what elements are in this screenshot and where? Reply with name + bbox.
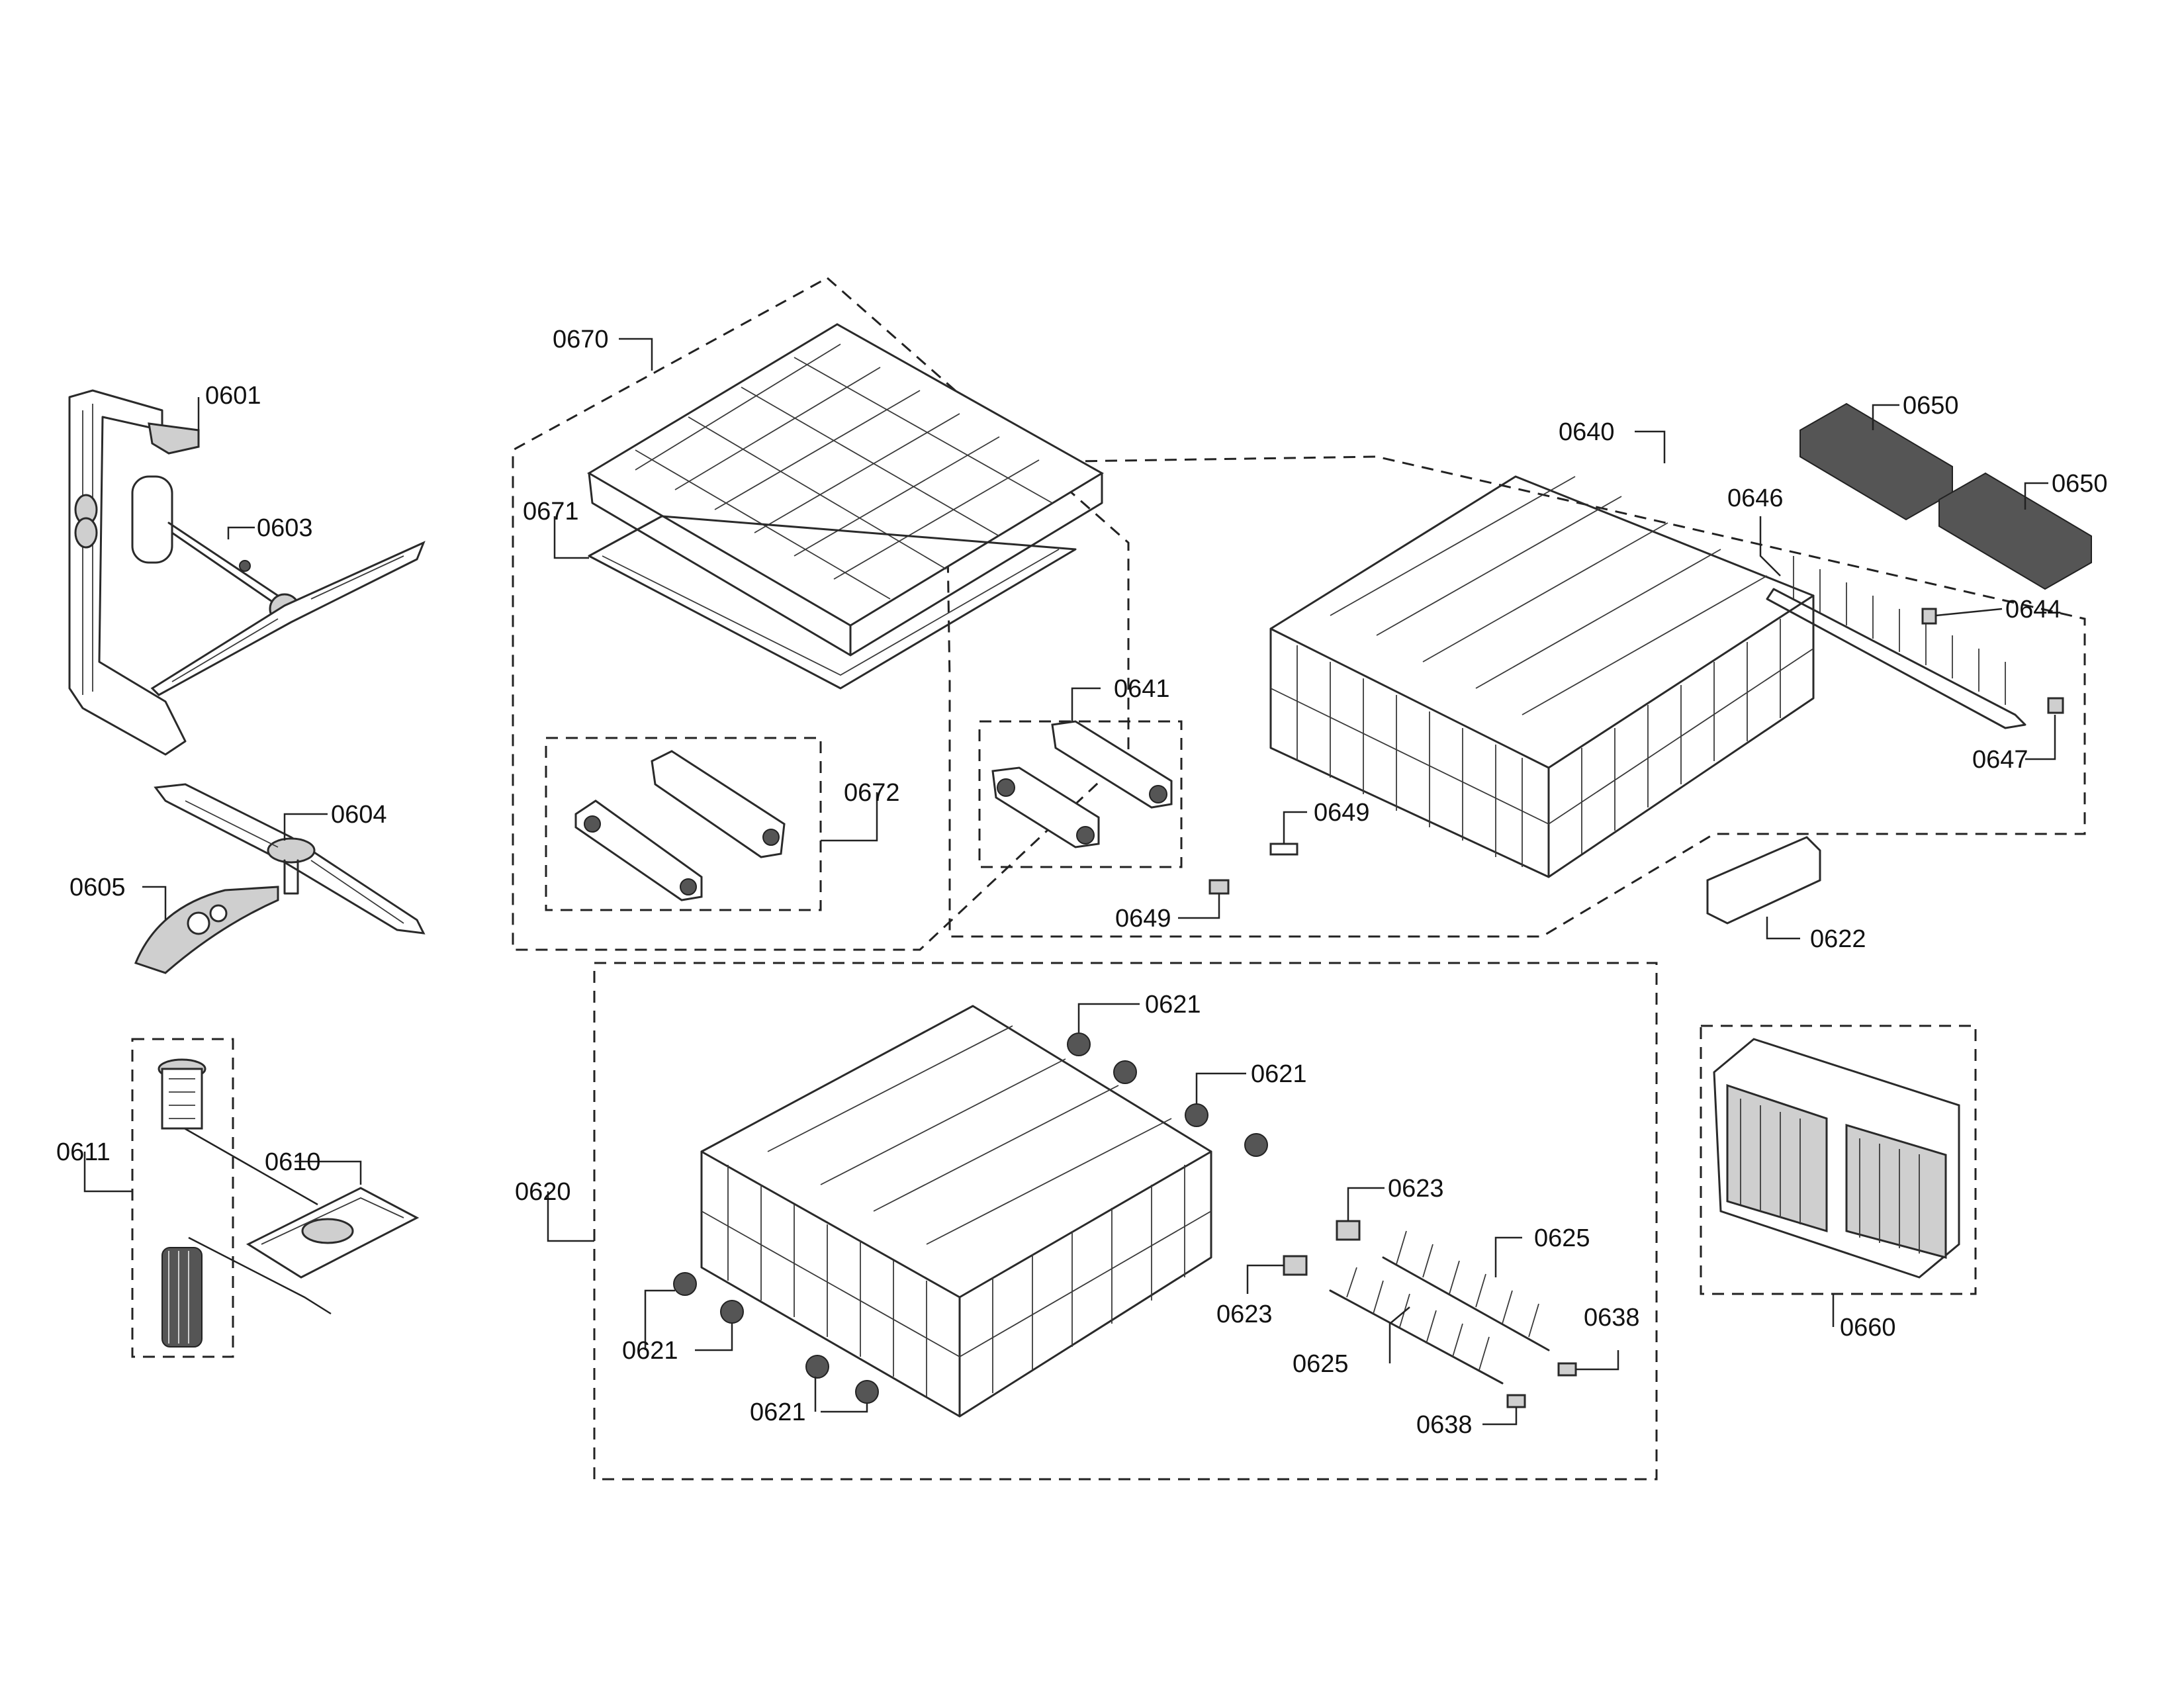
part-lower-rack-accessories bbox=[1283, 1220, 1577, 1408]
callout-0625-a: 0625 bbox=[1534, 1224, 1590, 1252]
callout-0610: 0610 bbox=[265, 1148, 321, 1176]
part-0660-cutlery-basket bbox=[1713, 1038, 1960, 1279]
callout-0672: 0672 bbox=[844, 779, 900, 807]
part-0601-spray-pipe bbox=[68, 389, 200, 756]
boundary-0641 bbox=[978, 720, 1183, 868]
part-0625-tine-a bbox=[1382, 1230, 1550, 1351]
callout-0647: 0647 bbox=[1972, 746, 2028, 774]
boundary-0660 bbox=[1700, 1025, 1977, 1295]
callout-0621-a: 0621 bbox=[1145, 991, 1201, 1019]
part-0623-clip-a bbox=[1336, 1220, 1361, 1241]
callout-0622: 0622 bbox=[1810, 925, 1866, 953]
part-0641-rack-adjuster bbox=[991, 720, 1173, 848]
callout-0625-b: 0625 bbox=[1293, 1350, 1349, 1378]
boundary-third-rack bbox=[512, 277, 1130, 951]
callout-0641: 0641 bbox=[1114, 675, 1170, 703]
callout-0640: 0640 bbox=[1559, 418, 1615, 446]
callout-0638-a: 0638 bbox=[1584, 1304, 1640, 1332]
part-0620-lower-rack bbox=[700, 1005, 1212, 1418]
callout-0621-d: 0621 bbox=[750, 1398, 806, 1426]
part-0610-flat-filter bbox=[178, 1124, 420, 1315]
part-0611-filter-assembly bbox=[158, 1058, 206, 1348]
group-boundaries bbox=[131, 277, 2086, 1481]
part-0638-clip-a bbox=[1557, 1362, 1577, 1377]
part-0623-clip-b bbox=[1283, 1255, 1308, 1276]
callout-0650-top: 0650 bbox=[1903, 392, 1959, 420]
callout-0611: 0611 bbox=[56, 1138, 111, 1166]
part-0672-rack-clips bbox=[574, 750, 786, 901]
callout-0649-lower: 0649 bbox=[1115, 905, 1171, 933]
leader-lines bbox=[83, 338, 2056, 1426]
callout-0646: 0646 bbox=[1727, 484, 1784, 512]
callout-0638-b: 0638 bbox=[1416, 1411, 1473, 1439]
part-0646-tine-row bbox=[1766, 556, 2026, 729]
callout-0650-right: 0650 bbox=[2052, 470, 2108, 498]
callout-0660: 0660 bbox=[1840, 1314, 1896, 1342]
callout-0605: 0605 bbox=[69, 874, 126, 901]
callout-0649-upper: 0649 bbox=[1314, 799, 1370, 827]
part-0670-third-rack-tray bbox=[587, 323, 1104, 657]
part-small-clips bbox=[1208, 608, 2064, 925]
callout-0644: 0644 bbox=[2005, 596, 2062, 623]
part-0671-third-rack-frame bbox=[588, 515, 1077, 690]
callout-0603: 0603 bbox=[257, 514, 313, 542]
callout-0620: 0620 bbox=[515, 1178, 571, 1206]
part-0604-lower-spray-arm bbox=[154, 783, 426, 935]
boundary-0620 bbox=[593, 962, 1658, 1481]
callout-0621-c: 0621 bbox=[622, 1337, 678, 1365]
callout-0601: 0601 bbox=[205, 382, 261, 410]
part-0650-rack-combs bbox=[1799, 402, 2092, 590]
part-0638-clip-b bbox=[1506, 1394, 1526, 1408]
callout-0670: 0670 bbox=[553, 326, 609, 353]
callout-0623-a: 0623 bbox=[1388, 1175, 1444, 1203]
callout-0604: 0604 bbox=[331, 801, 387, 829]
part-0649-clip-a bbox=[1269, 843, 1298, 856]
part-0622-handle bbox=[1706, 836, 1821, 925]
part-0625-tine-b bbox=[1329, 1267, 1504, 1385]
boundary-0611 bbox=[131, 1038, 234, 1358]
callout-0621-b: 0621 bbox=[1251, 1060, 1307, 1088]
part-0649-clip-b bbox=[1208, 879, 1230, 895]
part-0644-clip bbox=[1921, 608, 1937, 625]
callout-0671: 0671 bbox=[523, 498, 579, 526]
callout-0623-b: 0623 bbox=[1216, 1301, 1273, 1328]
boundary-0672 bbox=[545, 737, 822, 911]
boundary-upper-rack bbox=[945, 455, 2086, 938]
part-0640-upper-rack bbox=[1269, 475, 1815, 878]
part-0647-clip bbox=[2047, 697, 2064, 714]
callout-labels: 0601 0603 0604 0605 0610 0611 0670 0671 … bbox=[56, 326, 2108, 1439]
part-0605-filter-cover bbox=[134, 886, 279, 974]
part-0603-upper-spray-arm bbox=[131, 475, 426, 696]
part-0621-wheels bbox=[673, 1032, 1268, 1404]
